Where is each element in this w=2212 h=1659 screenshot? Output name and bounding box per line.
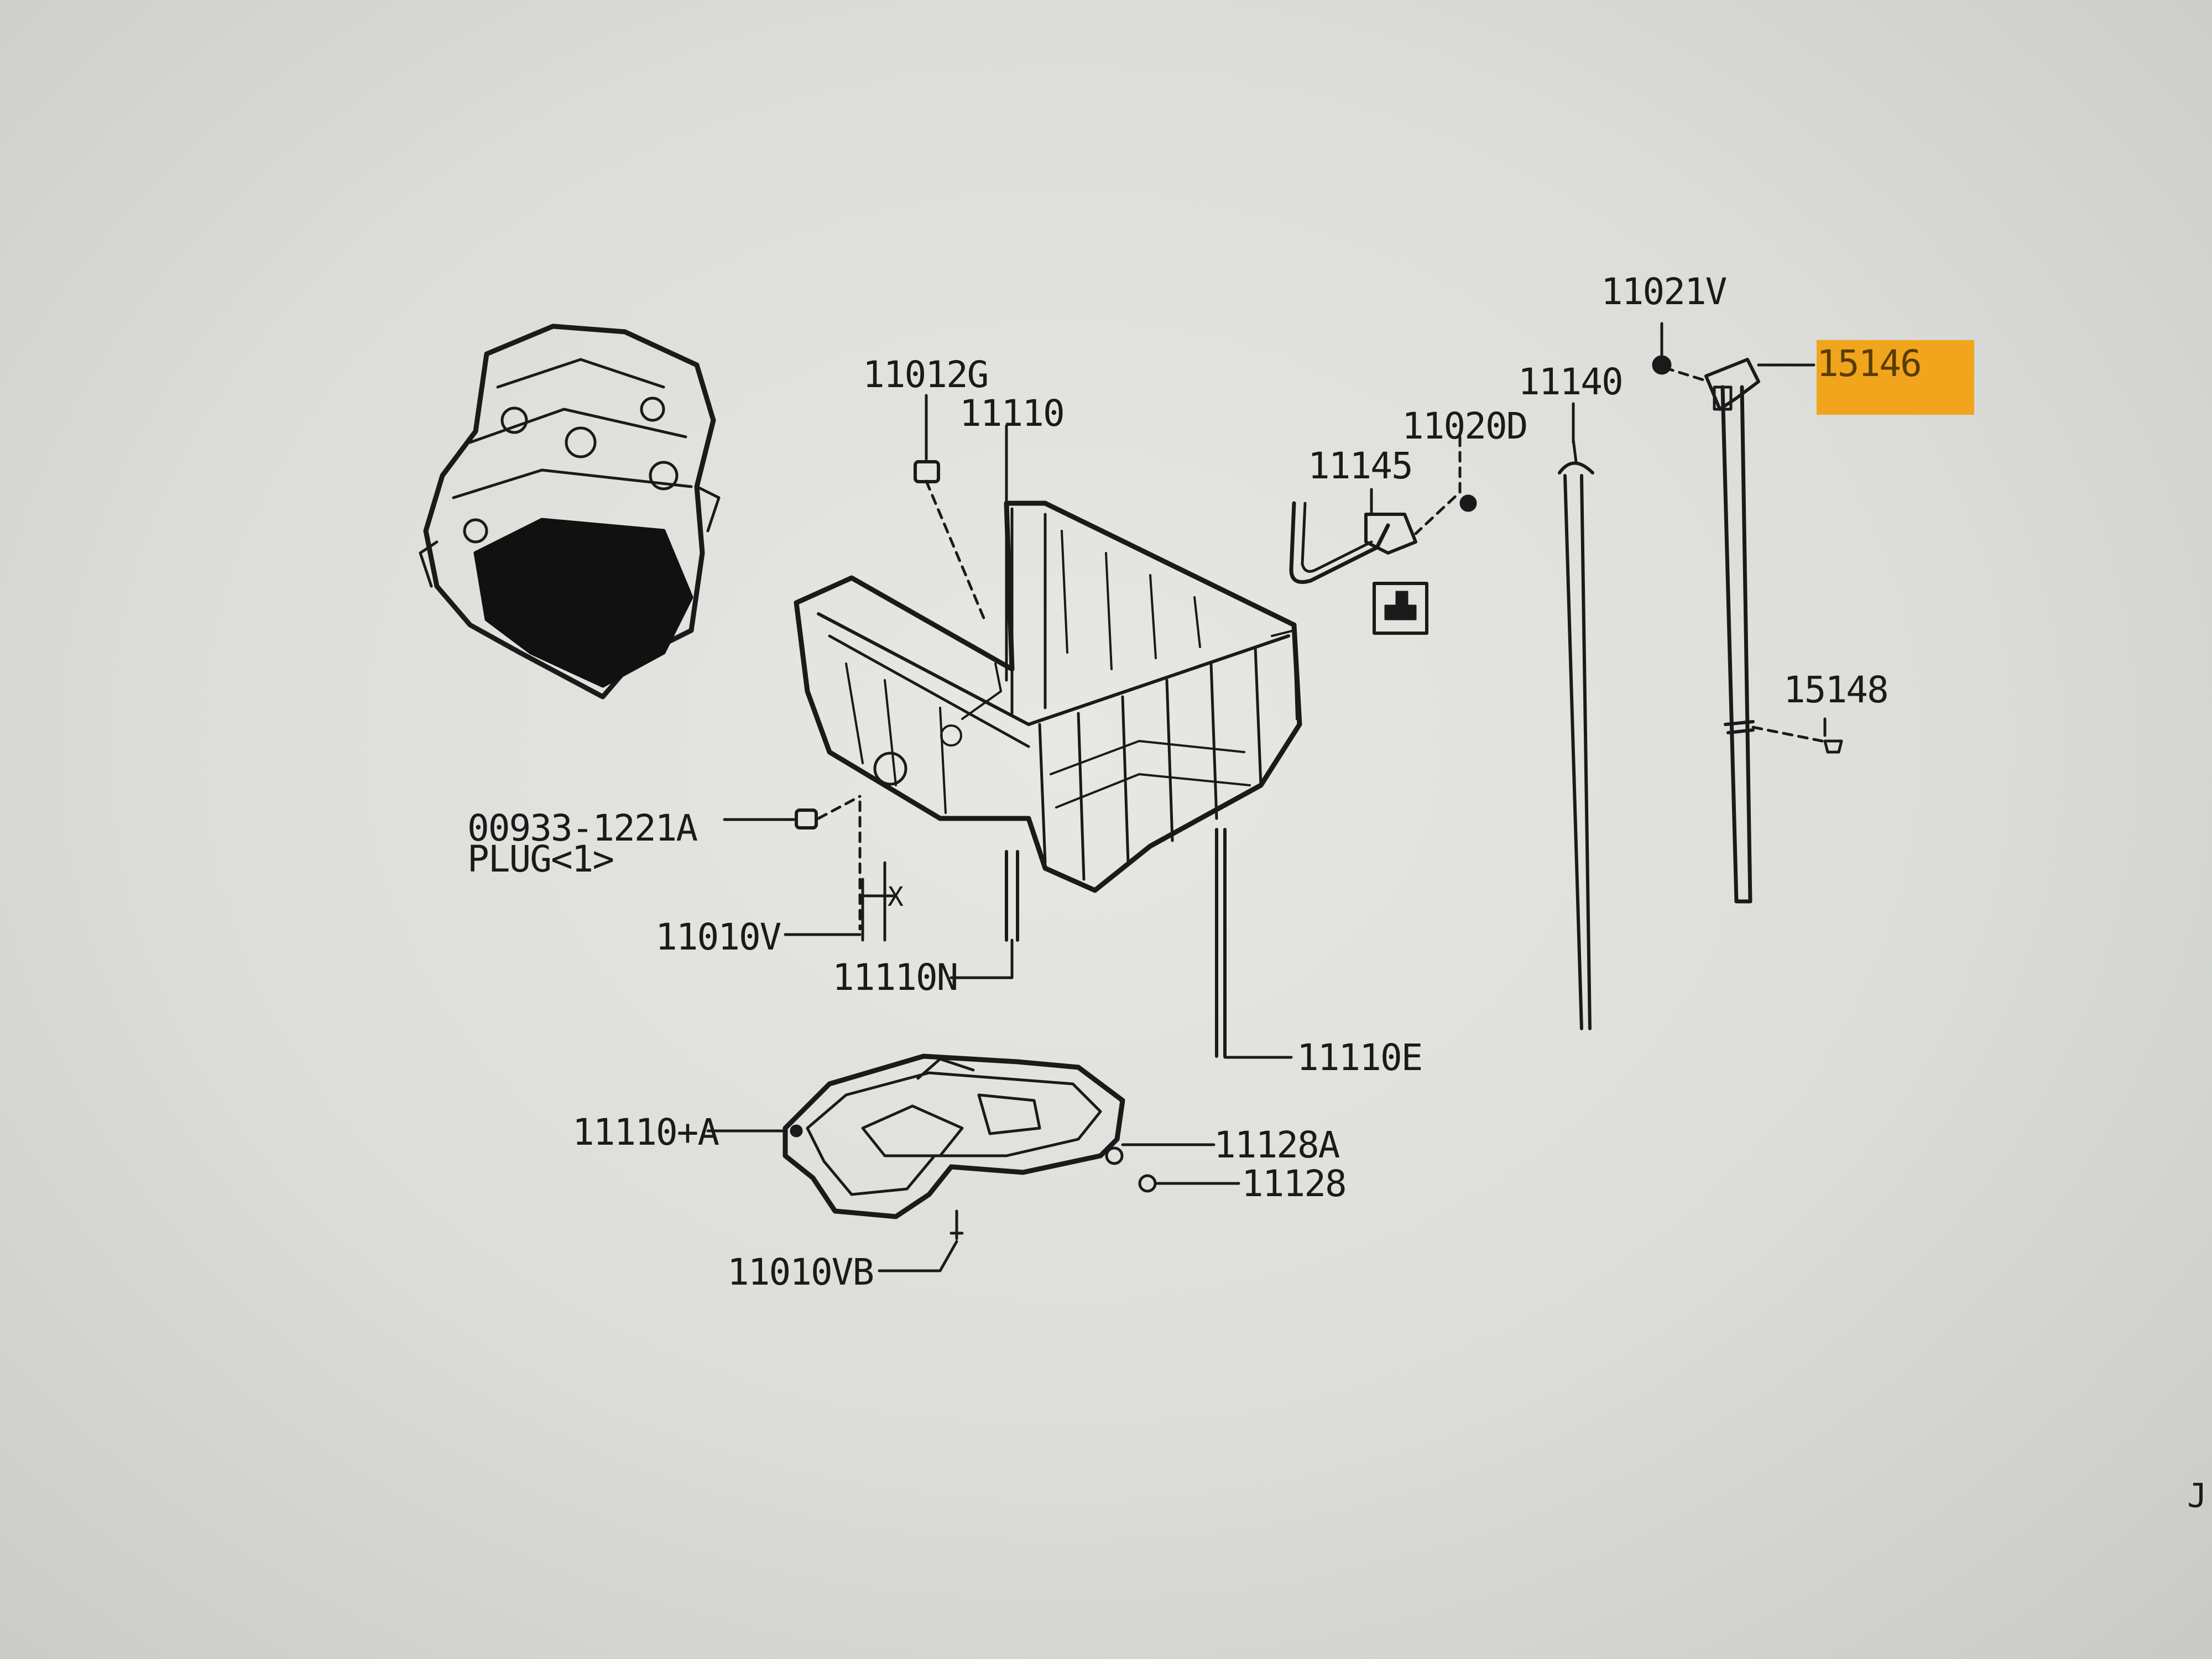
bolt-11021v-part (1652, 355, 1672, 375)
small-fasteners (795, 355, 1843, 1240)
label-11145: 11145 (1308, 445, 1413, 487)
label-00933-1221a: 00933-1221A PLUG<1> (467, 807, 698, 880)
dipstick-tube-illustration (1558, 438, 1594, 1030)
label-11110a: 11110+A (572, 1111, 719, 1154)
label-11128: 11128 (1241, 1162, 1347, 1205)
part-highlight (1817, 340, 1974, 415)
engine-assembly-illustration (419, 324, 721, 700)
edge-mark: J (2187, 1477, 2208, 1515)
drain-plug-part (795, 808, 818, 830)
label-x-marker: X (888, 881, 904, 912)
label-15146: 15146 (1817, 342, 1922, 385)
label-11010vb: 11010VB (727, 1251, 874, 1293)
label-plug: PLUG<1> (467, 838, 614, 880)
clip-15148-part (1823, 739, 1843, 754)
breather-hose-illustration (1289, 494, 1477, 584)
leader-lines (706, 322, 1827, 1272)
label-11012g: 11012G (863, 353, 989, 396)
label-00933-part-number: 00933-1221A (467, 807, 698, 849)
oil-seal-part (914, 460, 940, 483)
bolt-11010v-part (861, 861, 898, 942)
label-11021v: 11021V (1601, 270, 1727, 313)
label-11020d: 11020D (1402, 405, 1528, 447)
bolt-11010vb-part (950, 1209, 964, 1240)
label-11110: 11110 (959, 392, 1065, 435)
washer-11128a-part (1105, 1146, 1124, 1165)
bolt-11128-part (1138, 1174, 1157, 1193)
bolt-11110e-part (1215, 828, 1227, 1058)
label-15148: 15148 (1783, 669, 1889, 711)
label-11140: 11140 (1518, 361, 1624, 403)
label-11128a: 11128A (1214, 1124, 1340, 1166)
dipstick-illustration (1704, 358, 1760, 904)
label-11110n: 11110N (832, 956, 958, 999)
bolt-11110n-part (1005, 850, 1019, 942)
label-11010v: 11010V (655, 916, 781, 958)
upper-oil-pan-illustration (794, 500, 1302, 893)
label-11110e: 11110E (1297, 1036, 1423, 1079)
lower-oil-pan-illustration (782, 1053, 1125, 1219)
service-symbol-icon (1373, 582, 1428, 635)
